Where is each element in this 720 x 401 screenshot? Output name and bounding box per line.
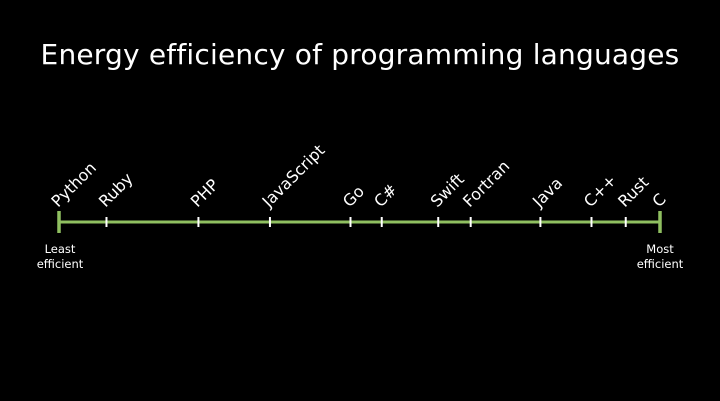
most-efficient-label: Most efficient [630, 242, 690, 272]
language-label-php: PHP [187, 175, 223, 211]
page-title: Energy efficiency of programming languag… [40, 38, 680, 71]
language-label-csharp: C# [370, 180, 401, 211]
language-label-python: Python [47, 158, 100, 211]
least-efficient-label: Least efficient [30, 242, 90, 272]
language-label-javascript: JavaScript [258, 141, 329, 212]
language-label-fortran: Fortran [459, 157, 513, 211]
language-label-cpp: C++ [580, 171, 620, 211]
language-label-rust: Rust [614, 173, 652, 211]
least-efficient-line2: efficient [36, 257, 84, 271]
language-label-go: Go [339, 182, 368, 211]
least-efficient-line1: Least [44, 242, 76, 256]
language-label-java: Java [528, 173, 566, 211]
language-label-c: C [648, 189, 669, 210]
most-efficient-line2: efficient [636, 257, 684, 271]
language-label-swift: Swift [427, 170, 468, 211]
language-label-ruby: Ruby [95, 169, 137, 211]
most-efficient-line1: Most [646, 242, 674, 256]
